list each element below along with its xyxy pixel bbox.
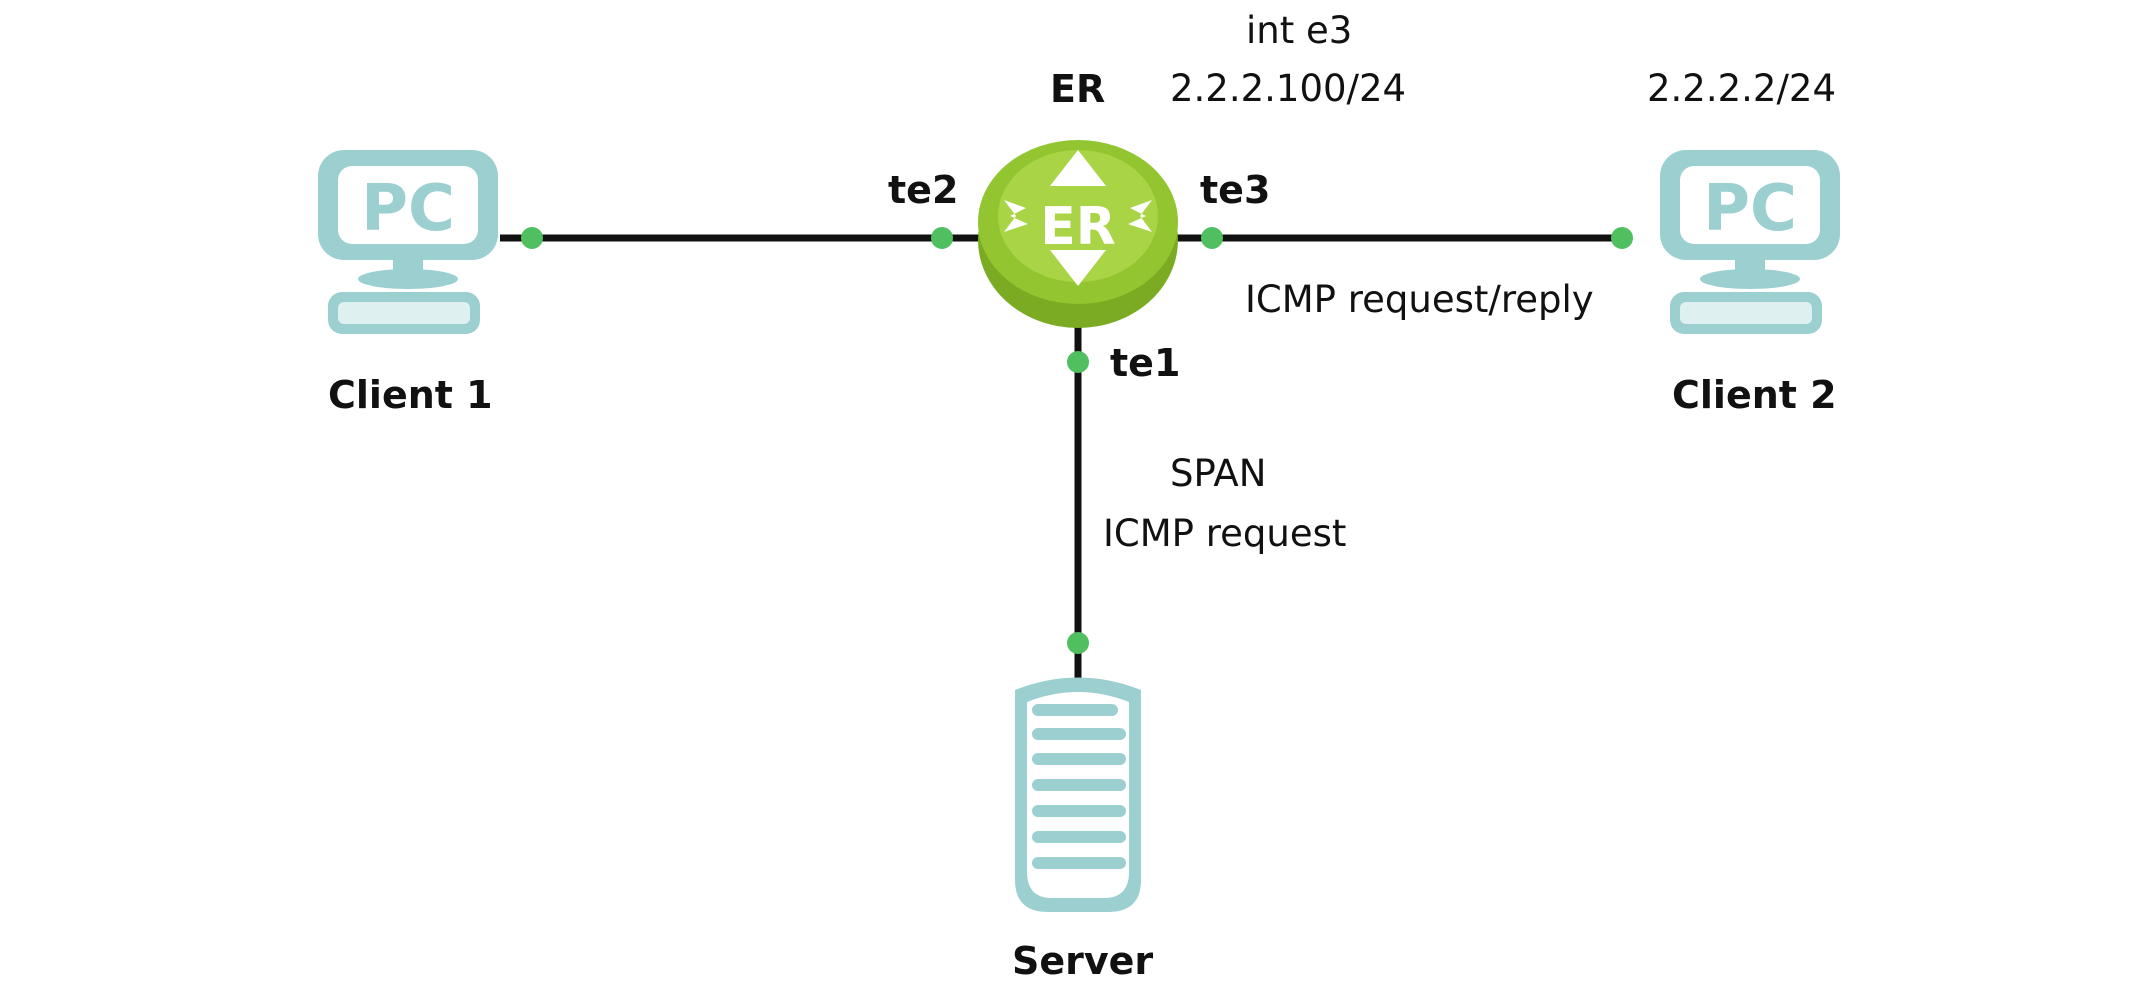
annotation-icmp-request: ICMP request [1103, 512, 1347, 555]
client1-pc-icon: PC [318, 150, 498, 334]
port-dot-client2 [1611, 227, 1633, 249]
port-dot-server [1067, 632, 1089, 654]
annotation-span: SPAN [1170, 452, 1267, 495]
port-label-te1: te1 [1110, 341, 1181, 385]
annotation-icmp-request-reply: ICMP request/reply [1245, 278, 1594, 321]
port-dot-te3 [1201, 227, 1223, 249]
client2-ip: 2.2.2.2/24 [1647, 67, 1836, 110]
client1-label: Client 1 [328, 373, 493, 417]
port-dot-te1 [1067, 351, 1089, 373]
router-interface-ip: 2.2.2.100/24 [1170, 67, 1407, 110]
router-icon-text: ER [1040, 197, 1116, 257]
router-icon: ER [978, 140, 1178, 328]
client2-pc-icon-text: PC [1703, 172, 1797, 246]
client1-pc-icon-text: PC [361, 172, 455, 246]
server-icon [1015, 677, 1141, 912]
router-label: ER [1050, 67, 1106, 111]
port-dot-te2 [931, 227, 953, 249]
client2-label: Client 2 [1672, 373, 1837, 417]
server-label: Server [1012, 939, 1154, 983]
port-label-te2: te2 [888, 168, 959, 212]
client2-pc-icon: PC [1660, 150, 1840, 334]
port-label-te3: te3 [1200, 168, 1271, 212]
router-interface-name: int e3 [1246, 9, 1353, 52]
port-dot-client1 [521, 227, 543, 249]
